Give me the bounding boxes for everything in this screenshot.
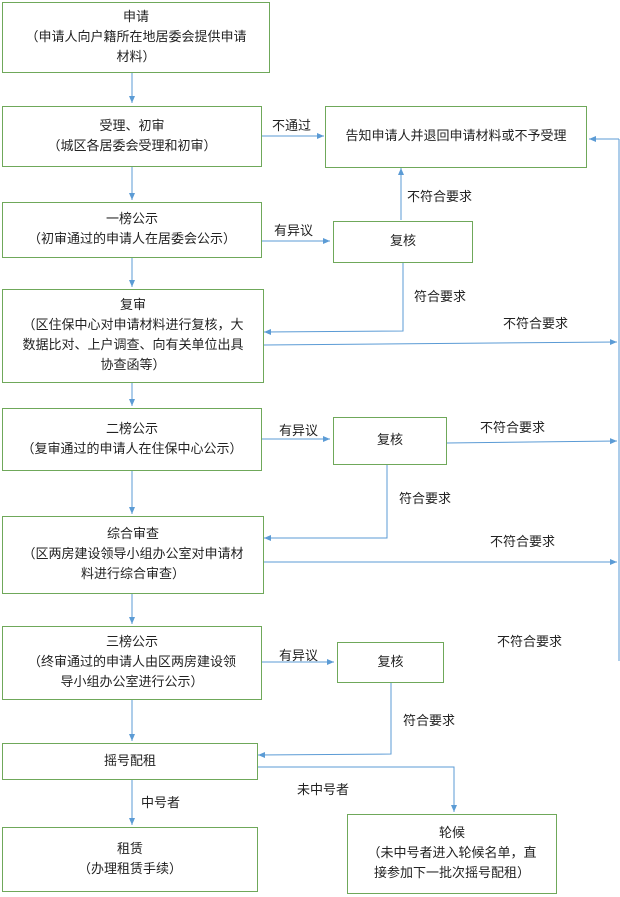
box-recheck3: 复核: [337, 642, 444, 683]
arrow-lottery-waiting: [258, 766, 457, 812]
box-lottery: 摇号配租: [2, 743, 258, 780]
box-accept: 受理、初审（城区各居委会受理和初审）: [2, 106, 262, 167]
label-winner: 中号者: [141, 796, 181, 811]
label-not-meet-recheck2: 不符合要求: [480, 421, 546, 436]
box-comprehensive: 综合审查（区两房建设领导小组办公室对申请材料进行综合审查）: [2, 516, 264, 594]
label-non-winner: 未中号者: [297, 783, 350, 798]
arrow-recheck2-comprehensive: [264, 465, 388, 541]
box-recheck1: 复核: [333, 221, 473, 263]
label-not-meet-recheck3: 不符合要求: [497, 635, 563, 650]
box-publicity2: 二榜公示（复审通过的申请人在住保中心公示）: [2, 408, 262, 471]
label-objection-3: 有异议: [279, 649, 319, 664]
arrow-recheck2-right: [446, 438, 618, 445]
box-review: 复审（区住保中心对申请材料进行复核，大数据比对、上户调查、向有关单位出具协查函等…: [2, 289, 264, 383]
label-meet-3: 符合要求: [403, 714, 456, 729]
label-not-meet-comprehensive: 不符合要求: [490, 535, 556, 550]
box-publicity3: 三榜公示（终审通过的申请人由区两房建设领导小组办公室进行公示）: [2, 626, 262, 700]
label-not-pass: 不通过: [272, 119, 312, 134]
box-recheck2: 复核: [333, 417, 447, 465]
arrow-recheck3-lottery: [257, 683, 392, 758]
label-objection-2: 有异议: [279, 424, 319, 439]
arrow-review-right: [263, 339, 618, 346]
arrow-recheck1-review: [263, 263, 404, 335]
label-objection-1: 有异议: [274, 224, 314, 239]
label-meet-2: 符合要求: [399, 492, 452, 507]
label-not-meet-recheck1: 不符合要求: [407, 190, 473, 205]
box-publicity1: 一榜公示（初审通过的申请人在居委会公示）: [2, 202, 262, 258]
box-notify: 告知申请人并退回申请材料或不予受理: [325, 106, 587, 168]
label-meet-1: 符合要求: [414, 290, 467, 305]
box-apply: 申请（申请人向户籍所在地居委会提供申请材料）: [2, 2, 270, 73]
box-waiting: 轮候（未中号者进入轮候名单，直接参加下一批次摇号配租）: [347, 814, 557, 894]
box-rent: 租赁（办理租赁手续）: [2, 827, 258, 892]
label-not-meet-review: 不符合要求: [503, 317, 569, 332]
